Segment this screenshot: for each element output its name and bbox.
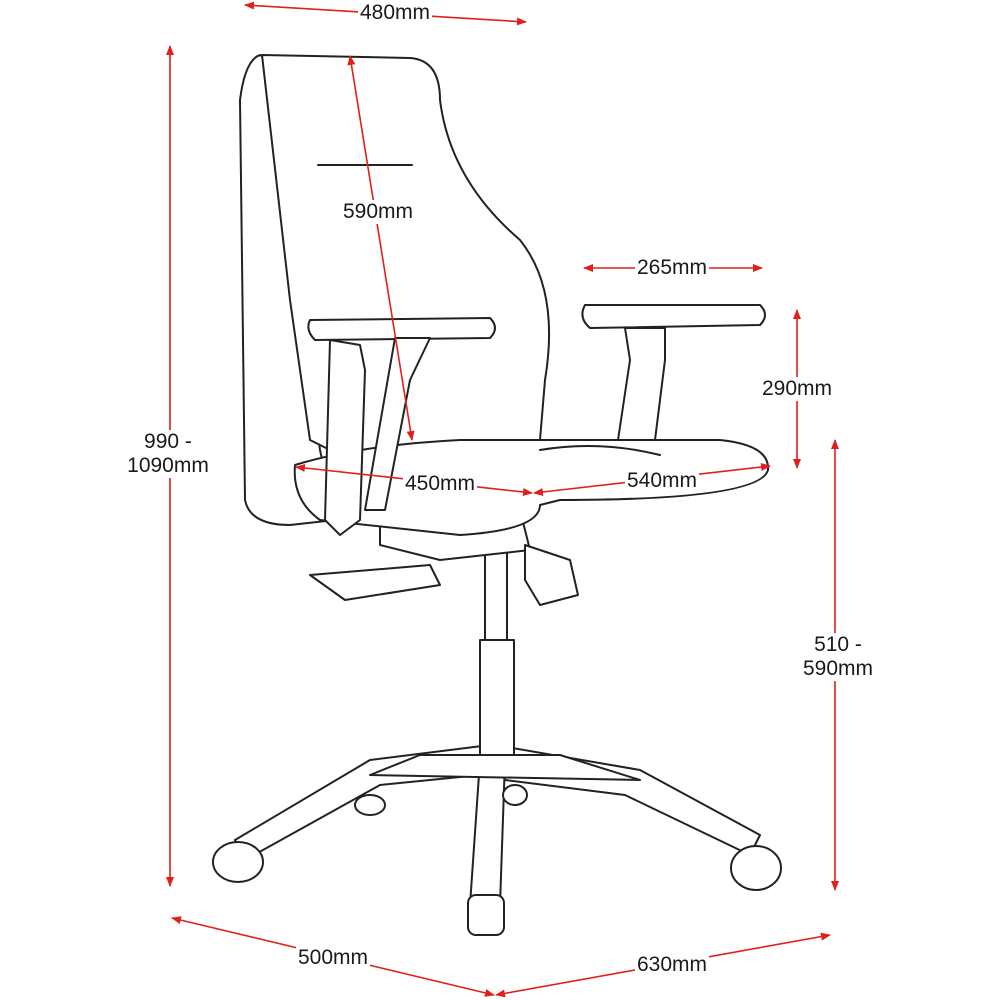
overall-height-line1: 990 - bbox=[144, 430, 192, 453]
seat-height-line1: 510 - bbox=[814, 633, 862, 656]
overall-width-label: 480mm bbox=[357, 1, 433, 25]
base-width-label: 630mm bbox=[634, 953, 710, 977]
seat-height-label: 510 - 590mm bbox=[800, 633, 876, 681]
seat-width-label: 450mm bbox=[402, 472, 478, 496]
backrest-height-label: 590mm bbox=[340, 200, 416, 224]
chair-outline bbox=[212, 54, 782, 936]
base-depth-label: 500mm bbox=[295, 946, 371, 970]
overall-height-label: 990 - 1090mm bbox=[125, 430, 211, 478]
overall-height-line2: 1090mm bbox=[127, 454, 209, 477]
seat-height-line2: 590mm bbox=[802, 657, 874, 680]
armrest-length-label: 265mm bbox=[634, 256, 710, 280]
armrest-height-label: 290mm bbox=[759, 377, 835, 401]
backrest-arrow bbox=[347, 55, 415, 441]
seat-depth-label: 540mm bbox=[624, 469, 700, 493]
